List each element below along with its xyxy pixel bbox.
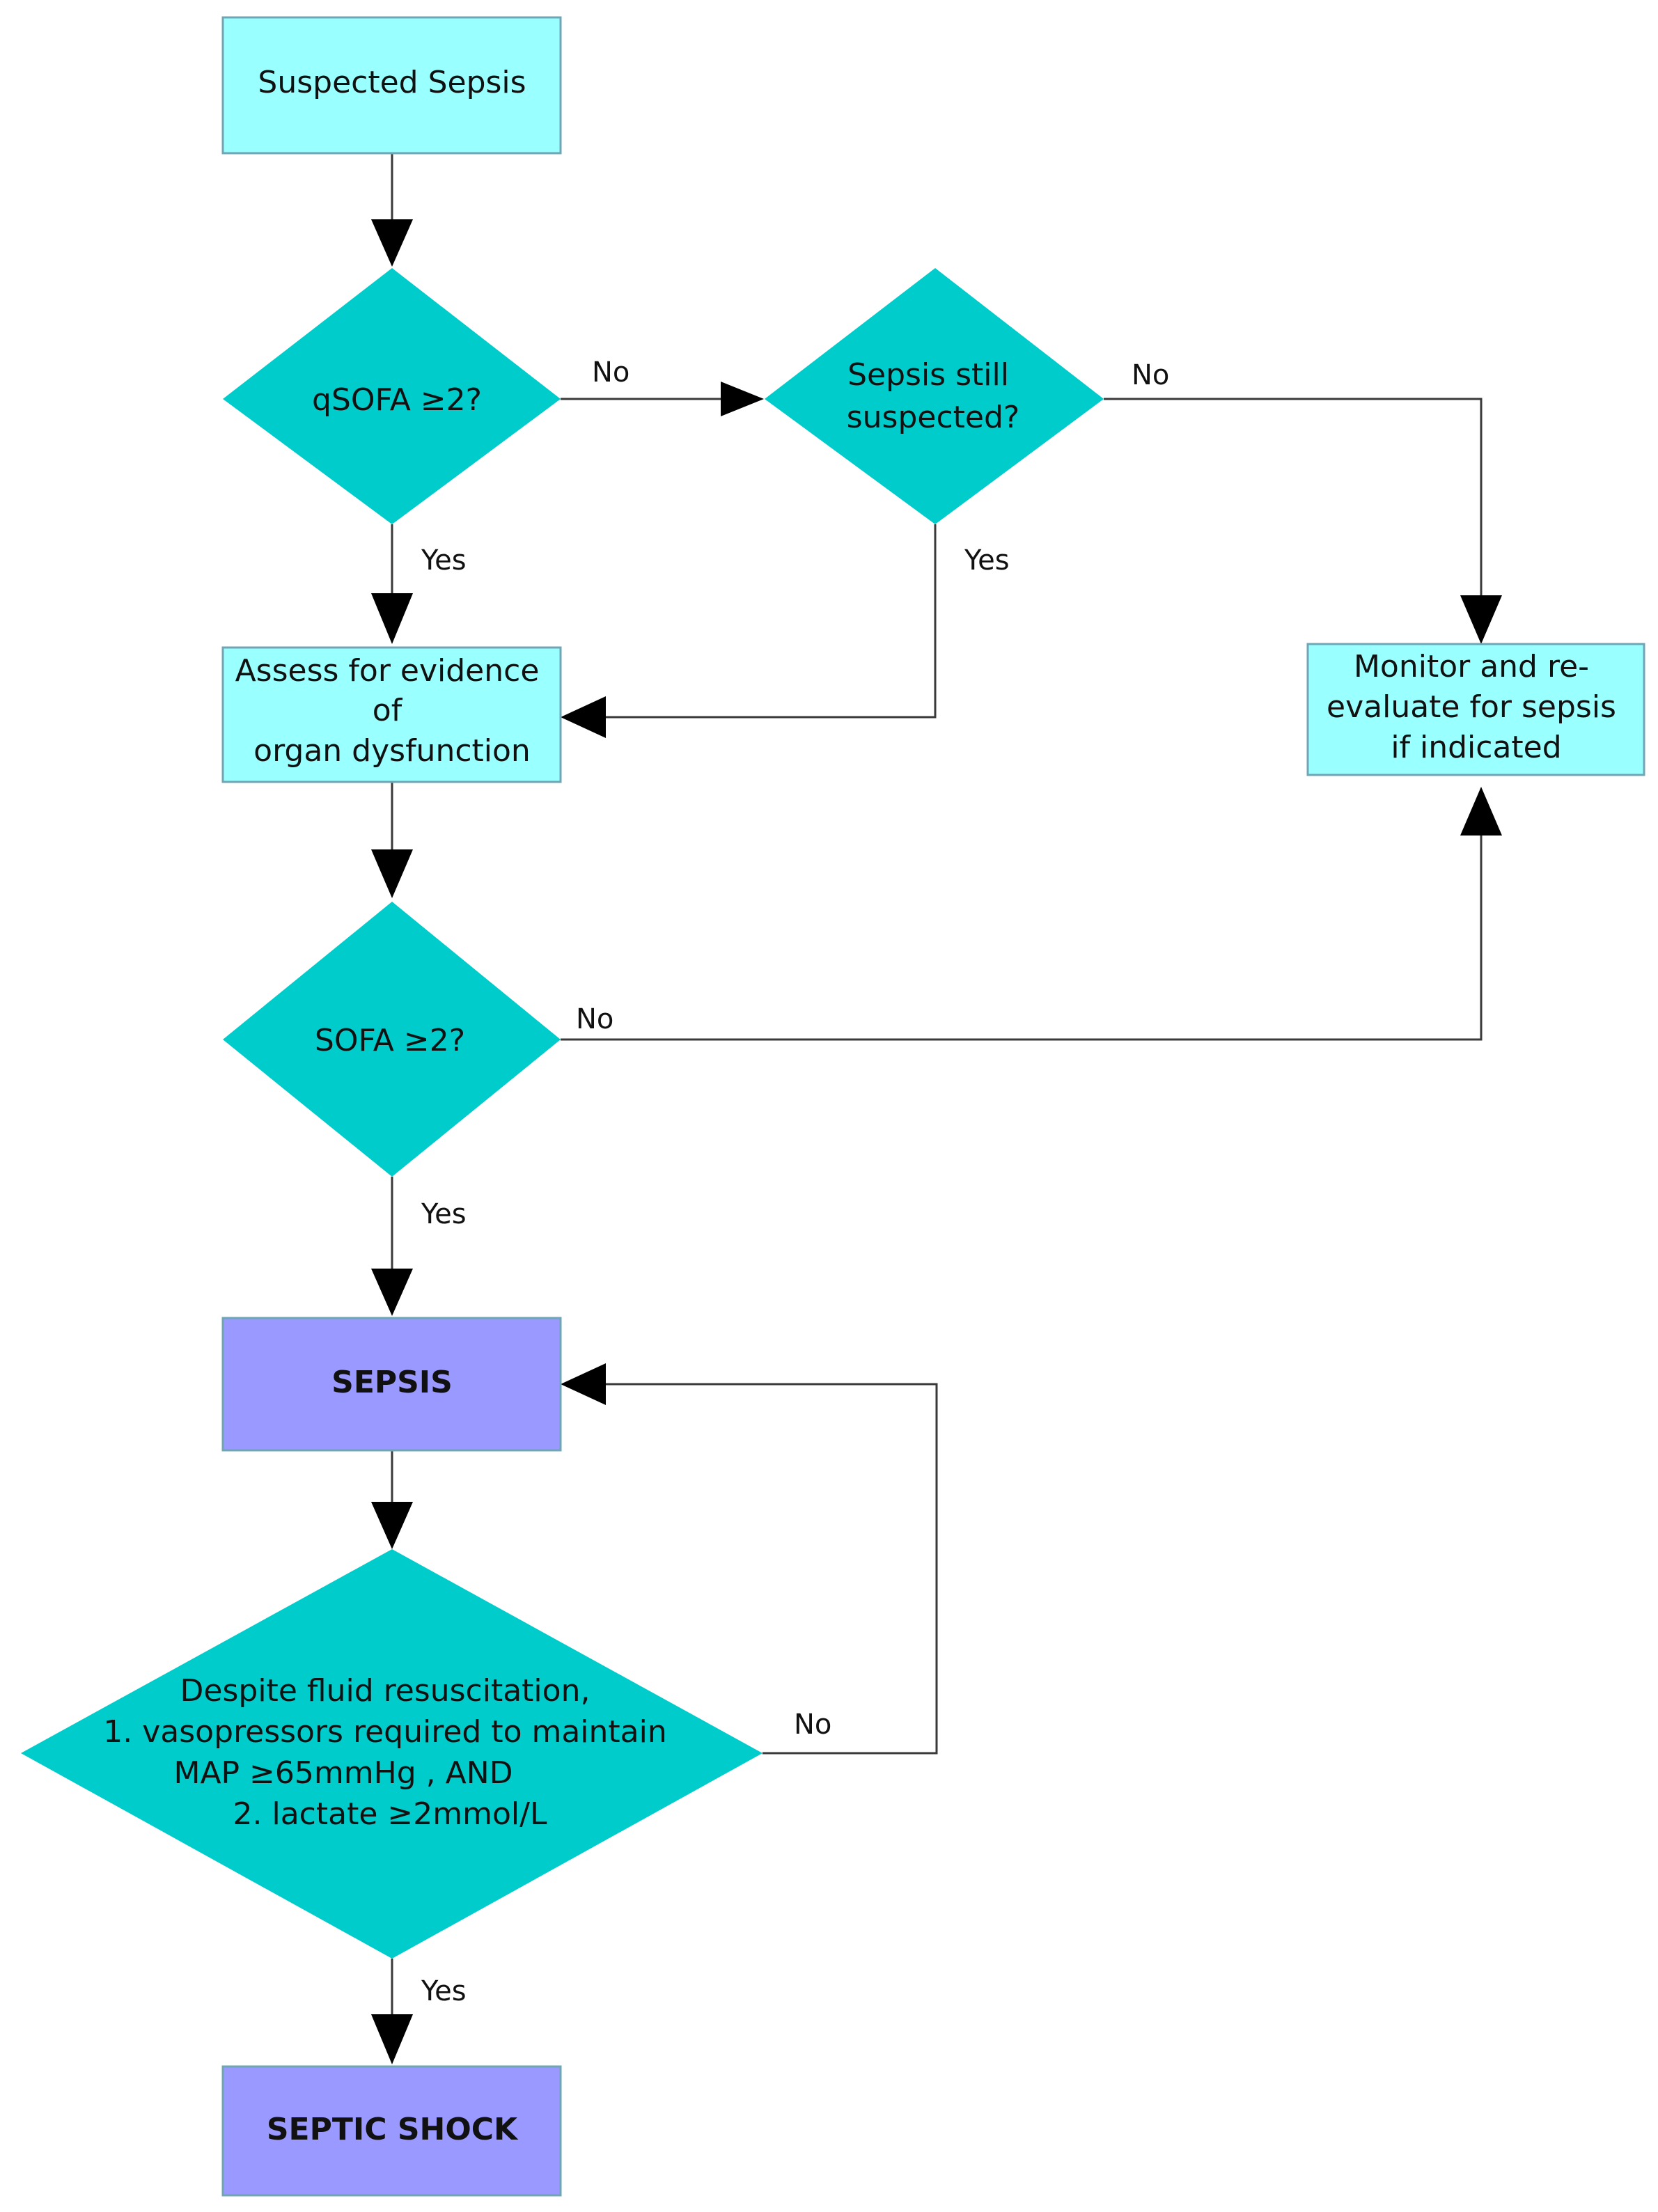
box-shape xyxy=(221,1317,562,1452)
svg-text:SEPSIS: SEPSIS xyxy=(331,1365,453,1400)
diamond-shape xyxy=(223,902,561,1177)
svg-text:Assess for evidence of: Assess for evidence of organ dysfunction xyxy=(235,653,549,769)
edge-shock-no xyxy=(599,1383,938,1755)
edge-label-still-yes: Yes xyxy=(964,544,1010,576)
arrowhead xyxy=(371,2014,413,2064)
svg-text:Suspected Sepsis: Suspected Sepsis xyxy=(258,65,526,100)
edge-label-sofa-yes: Yes xyxy=(421,1198,467,1230)
decision-label-line-2: suspected? xyxy=(847,400,1020,435)
box-label-line-1: Monitor and re- xyxy=(1354,649,1589,684)
box-label-line-1: Assess for evidence xyxy=(235,653,540,689)
process-box-assess-organ-dysfunction: Assess for evidence of organ dysfunction xyxy=(221,646,562,783)
arrowhead xyxy=(371,219,413,267)
box-shape xyxy=(1306,643,1645,776)
svg-text:Despite fluid resuscitation,: Despite fluid resuscitation, 1. vasopres… xyxy=(103,1673,676,1832)
edge-labels: No Yes No Yes No Yes No Yes xyxy=(421,356,1169,2007)
outcome-box-septic-shock: SEPTIC SHOCK xyxy=(221,2065,562,2197)
decision-label-line-2: 1. vasopressors required to maintain xyxy=(103,1714,666,1750)
decision-shock-criteria: Despite fluid resuscitation, 1. vasopres… xyxy=(21,1549,762,1959)
box-label-line-3: if indicated xyxy=(1391,730,1561,765)
edge-sofa-no xyxy=(561,829,1483,1041)
diamond-shape xyxy=(21,1549,762,1959)
decision-label: SOFA ≥2? xyxy=(315,1023,465,1058)
arrowhead xyxy=(561,1363,606,1405)
box-label: SEPTIC SHOCK xyxy=(267,2112,519,2147)
box-shape xyxy=(221,646,562,783)
decision-label-line-1: Despite fluid resuscitation, xyxy=(180,1673,591,1709)
box-label-line-2: of xyxy=(373,693,403,728)
decision-sepsis-still-suspected: Sepsis still suspected? xyxy=(765,268,1104,524)
svg-text:qSOFA ≥2?: qSOFA ≥2? xyxy=(312,382,482,418)
edge-still-yes xyxy=(599,524,937,719)
decision-label-line-4: 2. lactate ≥2mmol/L xyxy=(233,1796,547,1832)
edge-label-shock-no: No xyxy=(794,1709,831,1741)
edge-still-no xyxy=(1104,398,1483,602)
svg-text:Sepsis still suspected?: Sepsis still suspected? xyxy=(847,357,1020,435)
connectors xyxy=(371,153,1502,2064)
arrowhead xyxy=(371,593,413,644)
arrowhead xyxy=(721,382,764,416)
edge-label-sofa-no: No xyxy=(576,1003,613,1035)
box-shape xyxy=(221,16,562,155)
arrowhead xyxy=(371,1269,413,1316)
decision-sofa: SOFA ≥2? xyxy=(223,902,561,1177)
edge-label-shock-yes: Yes xyxy=(421,1975,467,2007)
svg-text:SOFA ≥2?: SOFA ≥2? xyxy=(315,1023,465,1058)
decision-label-line-3: MAP ≥65mmHg , AND xyxy=(173,1755,513,1791)
box-shape xyxy=(221,2065,562,2197)
diamond-shape xyxy=(765,268,1104,524)
decision-qsofa: qSOFA ≥2? xyxy=(223,268,561,524)
box-label-line-3: organ dysfunction xyxy=(253,733,531,769)
process-box-monitor: Monitor and re- evaluate for sepsis if i… xyxy=(1306,643,1645,776)
decision-label: qSOFA ≥2? xyxy=(312,382,482,418)
svg-text:Monitor and re- evaluate: Monitor and re- evaluate for sepsis if i… xyxy=(1327,649,1626,765)
decision-label-line-1: Sepsis still xyxy=(847,357,1009,393)
arrowhead xyxy=(1460,595,1502,644)
arrowhead xyxy=(1460,787,1502,836)
edge-label-still-no: No xyxy=(1132,359,1169,391)
arrowhead xyxy=(371,1502,413,1549)
edge-label-qsofa-yes: Yes xyxy=(421,544,467,576)
box-label: Suspected Sepsis xyxy=(258,65,526,100)
arrowhead xyxy=(561,696,606,738)
edge-label-qsofa-no: No xyxy=(592,356,629,389)
diamond-shape xyxy=(223,268,561,524)
box-label: SEPSIS xyxy=(331,1365,453,1400)
svg-text:SEPTIC SHOCK: SEPTIC SHOCK xyxy=(267,2112,519,2147)
outcome-box-sepsis: SEPSIS xyxy=(221,1317,562,1452)
process-box-suspected-sepsis: Suspected Sepsis xyxy=(221,16,562,155)
box-label-line-2: evaluate for sepsis xyxy=(1327,689,1616,725)
arrowhead xyxy=(371,849,413,898)
